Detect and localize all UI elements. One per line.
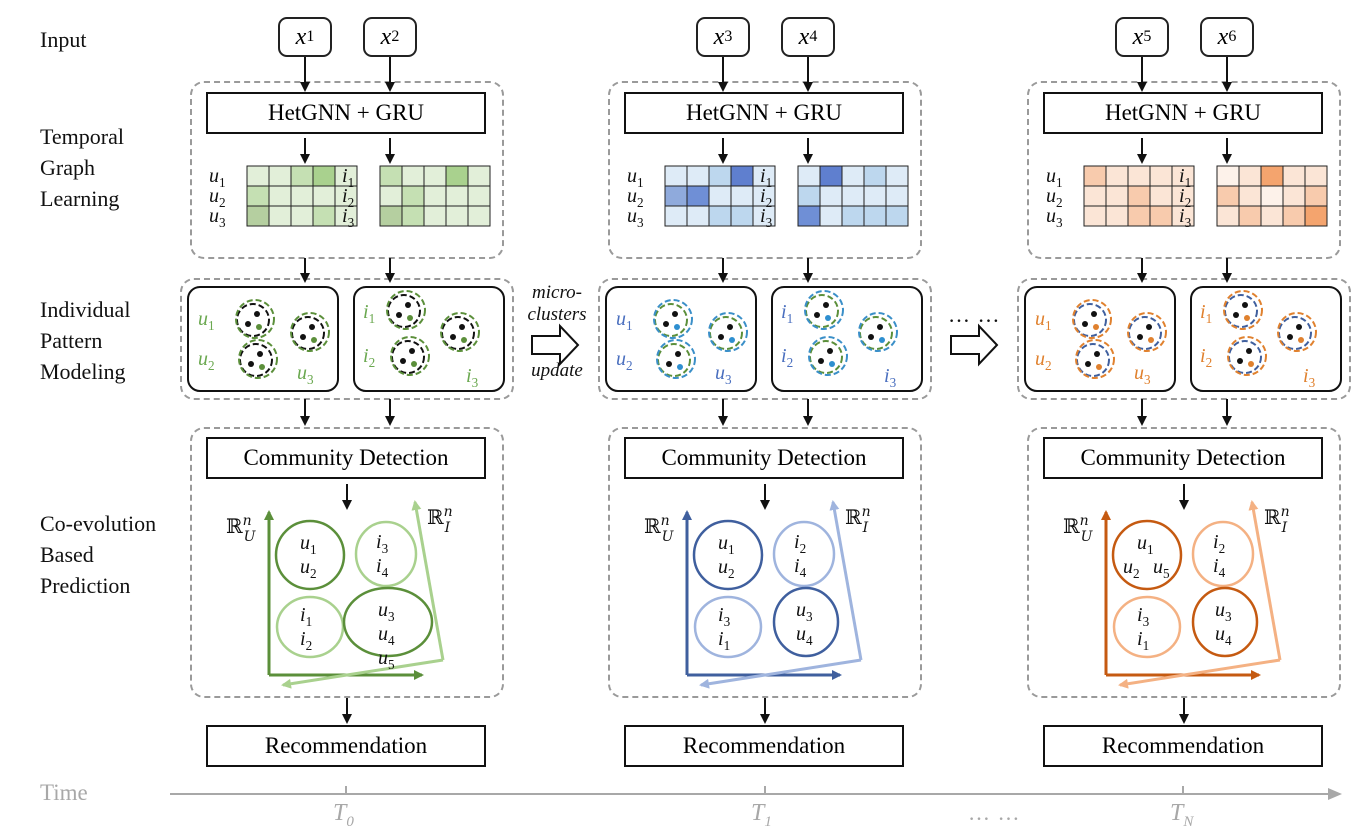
- heatmap-cell: [467, 205, 491, 227]
- heatmap-cell: [334, 205, 358, 227]
- item-micro-cluster: [440, 312, 480, 352]
- heatmap-cell: [1171, 205, 1195, 227]
- hollow-arrow-2: [950, 323, 999, 367]
- heatmap-cell: [1304, 205, 1328, 227]
- time-axis-arrowhead: [1328, 788, 1342, 800]
- time-ellipsis: … …: [968, 800, 1021, 825]
- community-circle-0: [274, 519, 346, 591]
- user-micro-cluster: [1127, 312, 1167, 352]
- community-circle-3: [342, 586, 434, 658]
- item-micro-cluster-box: [771, 286, 923, 392]
- item-micro-cluster: [386, 290, 426, 330]
- time-axis-label: Time: [40, 780, 88, 805]
- co-evolution-group: [1027, 427, 1341, 698]
- user-micro-cluster-box: [187, 286, 339, 392]
- temporal-graph-group: [1027, 81, 1341, 259]
- user-micro-cluster: [290, 312, 330, 352]
- community-circle-0: [1111, 519, 1183, 591]
- temporal-graph-group: [190, 81, 504, 259]
- stage-ellipsis: … …: [948, 302, 1001, 327]
- user-micro-cluster: [238, 339, 278, 379]
- item-micro-cluster: [808, 336, 848, 376]
- community-circle-3: [1191, 586, 1259, 658]
- community-detection-box: Community Detection: [624, 437, 904, 479]
- community-circle-2: [693, 595, 763, 659]
- hollow-arrow-1: [531, 323, 580, 367]
- temporal-graph-group: [608, 81, 922, 259]
- pattern-modeling-group: [598, 278, 932, 400]
- community-circle-1: [1191, 520, 1255, 588]
- community-circle-1: [772, 520, 836, 588]
- co-evolution-group: [190, 427, 504, 698]
- item-space-axis-y: [829, 500, 863, 661]
- user-micro-cluster: [653, 299, 693, 339]
- encoder-box: HetGNN + GRU: [624, 92, 904, 134]
- pattern-modeling-group: [1017, 278, 1351, 400]
- user-micro-cluster: [1075, 339, 1115, 379]
- encoder-box: HetGNN + GRU: [1043, 92, 1323, 134]
- community-detection-box: Community Detection: [1043, 437, 1323, 479]
- item-micro-cluster: [804, 290, 844, 330]
- item-micro-cluster: [858, 312, 898, 352]
- user-micro-cluster: [235, 299, 275, 339]
- heatmap-cell: [752, 205, 776, 227]
- item-micro-cluster: [1223, 290, 1263, 330]
- community-circle-0: [692, 519, 764, 591]
- community-detection-box: Community Detection: [206, 437, 486, 479]
- time-tick-label-TN: TN: [1170, 800, 1194, 830]
- item-micro-cluster-box: [1190, 286, 1342, 392]
- recommendation-box: Recommendation: [206, 725, 486, 767]
- community-circle-3: [772, 586, 840, 658]
- item-space-axis-x: [699, 658, 862, 689]
- item-space-axis-y: [1248, 500, 1282, 661]
- item-space-axis-x: [1118, 658, 1281, 689]
- item-micro-cluster: [390, 336, 430, 376]
- co-evolution-group: [608, 427, 922, 698]
- community-circle-2: [1112, 595, 1182, 659]
- row-label-input: Input: [40, 27, 87, 52]
- user-micro-cluster-box: [1024, 286, 1176, 392]
- encoder-box: HetGNN + GRU: [206, 92, 486, 134]
- item-space-axis-x: [281, 658, 444, 689]
- community-circle-1: [354, 520, 418, 588]
- user-micro-cluster: [656, 339, 696, 379]
- user-micro-cluster-box: [605, 286, 757, 392]
- item-space-axis-y: [411, 500, 445, 661]
- time-tick-label-T1: T1: [751, 800, 772, 830]
- recommendation-box: Recommendation: [1043, 725, 1323, 767]
- user-micro-cluster: [1072, 299, 1112, 339]
- micro-clusters-update-label: micro- clusters update: [527, 282, 587, 381]
- item-micro-cluster: [1227, 336, 1267, 376]
- recommendation-box: Recommendation: [624, 725, 904, 767]
- pattern-modeling-group: [180, 278, 514, 400]
- time-tick-label-T0: T0: [333, 800, 354, 830]
- item-micro-cluster-box: [353, 286, 505, 392]
- item-micro-cluster: [1277, 312, 1317, 352]
- heatmap-cell: [885, 205, 909, 227]
- community-circle-2: [275, 595, 345, 659]
- user-micro-cluster: [708, 312, 748, 352]
